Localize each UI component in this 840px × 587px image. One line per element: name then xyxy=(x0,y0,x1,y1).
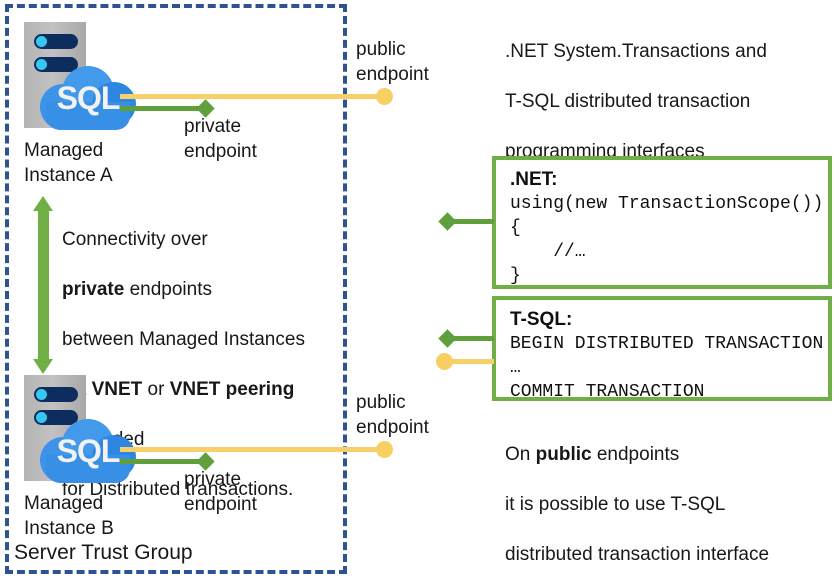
connectivity-note-line2-rest: endpoints xyxy=(124,279,212,300)
outro-line1-post: endpoints xyxy=(591,444,680,465)
server-drive-bar xyxy=(34,387,78,402)
dotnet-connector-line xyxy=(448,219,494,224)
server-drive-bar xyxy=(34,410,78,425)
dotnet-connector-node xyxy=(438,212,457,231)
arrow-shaft xyxy=(38,209,49,361)
arrow-head-up-icon xyxy=(33,196,53,211)
private-endpoint-label-b: private endpoint xyxy=(184,469,257,515)
tsql-code-box: T-SQL: BEGIN DISTRIBUTED TRANSACTION … C… xyxy=(492,296,832,402)
public-endpoint-line-b xyxy=(120,447,388,452)
private-connectivity-arrow xyxy=(33,196,54,374)
tsql-public-connector-line xyxy=(448,359,494,364)
server-drive-bar xyxy=(34,57,78,72)
connectivity-note-line4-mid: or xyxy=(142,379,170,400)
tsql-code-body: BEGIN DISTRIBUTED TRANSACTION … COMMIT T… xyxy=(510,334,824,402)
sql-cloud-icon: SQL xyxy=(40,64,136,134)
sql-cloud-label: SQL xyxy=(56,80,121,116)
cloud-base xyxy=(46,455,130,483)
server-drive-led-icon xyxy=(36,59,47,70)
server-trust-group-label: Server Trust Group xyxy=(14,541,193,564)
private-endpoint-line-b xyxy=(120,459,205,464)
connectivity-note-vnet-peering: VNET peering xyxy=(169,379,295,400)
private-endpoint-line-a xyxy=(120,106,205,111)
outro-public-bold: public xyxy=(535,444,592,465)
dotnet-code-body: using(new TransactionScope()) { //… } xyxy=(510,194,824,286)
instance-b-name: Managed Instance B xyxy=(24,493,114,539)
connectivity-note-line6: for Distributed transactions. xyxy=(62,479,294,500)
connectivity-note-line2-bold: private xyxy=(62,279,125,300)
cloud-base xyxy=(46,102,130,130)
arrow-head-down-icon xyxy=(33,359,53,374)
connectivity-note-line3: between Managed Instances xyxy=(62,329,305,350)
connectivity-note-line1: Connectivity over xyxy=(62,229,208,250)
public-endpoint-label-a: public endpoint xyxy=(356,39,429,85)
tsql-private-connector-node xyxy=(438,329,457,348)
dotnet-code-box: .NET: using(new TransactionScope()) { //… xyxy=(492,156,832,289)
public-endpoint-line-a xyxy=(120,94,388,99)
outro-line2: it is possible to use T-SQL xyxy=(505,494,726,515)
outro-line3: distributed transaction interface xyxy=(505,544,770,565)
connectivity-note-line2: private endpoints xyxy=(62,277,342,302)
intro-line1: .NET System.Transactions and xyxy=(505,41,767,62)
server-drive-led-icon xyxy=(36,36,47,47)
public-endpoint-node-b xyxy=(376,441,393,458)
sql-cloud-label: SQL xyxy=(56,433,121,469)
server-drive-bar xyxy=(34,34,78,49)
public-endpoint-node-a xyxy=(376,88,393,105)
server-drive-led-icon xyxy=(36,412,47,423)
outro-paragraph: On public endpoints it is possible to us… xyxy=(505,417,840,587)
outro-line1-pre: On xyxy=(505,444,536,465)
sql-managed-instance-icon-b: SQL xyxy=(18,375,146,493)
server-trust-group-boundary xyxy=(5,4,347,574)
sql-managed-instance-icon-a: SQL xyxy=(18,22,146,140)
public-endpoint-label-b: public endpoint xyxy=(356,392,429,438)
tsql-code-title: T-SQL: xyxy=(510,309,573,330)
dotnet-code-title: .NET: xyxy=(510,169,558,190)
instance-a-name: Managed Instance A xyxy=(24,140,113,186)
tsql-public-connector-node xyxy=(436,353,453,370)
connectivity-note: Connectivity over private endpoints betw… xyxy=(62,202,342,527)
sql-cloud-icon: SQL xyxy=(40,417,136,487)
private-endpoint-label-a: private endpoint xyxy=(184,116,257,162)
intro-line2: T-SQL distributed transaction xyxy=(505,91,751,112)
server-drive-led-icon xyxy=(36,389,47,400)
outro-line1: On public endpoints xyxy=(505,442,840,467)
connectivity-note-vnet: VNET xyxy=(91,379,143,400)
tsql-private-connector-line xyxy=(448,336,494,341)
connectivity-note-line4: via VNET or VNET peering xyxy=(62,377,342,402)
